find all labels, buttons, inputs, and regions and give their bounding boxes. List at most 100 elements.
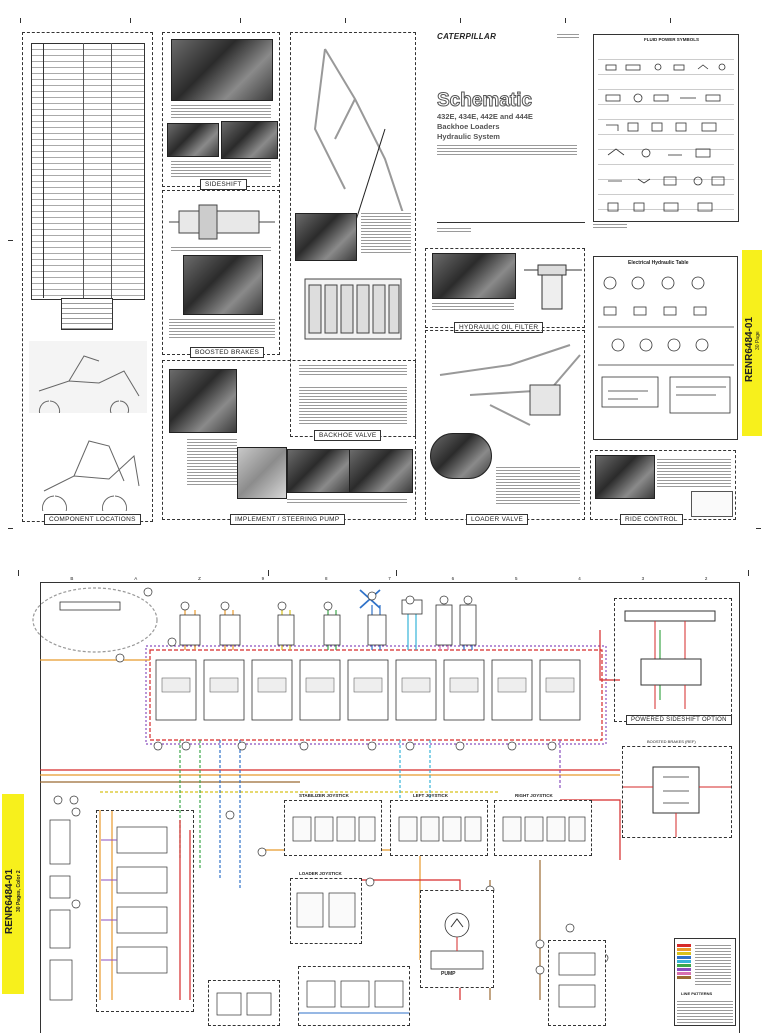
bottom-valve-block: [208, 980, 280, 1026]
left-joystick-block: LEFT JOYSTICK: [390, 793, 488, 856]
fluid-symbols-drawing: [605, 63, 726, 212]
stabilizer-joystick-circuit: [292, 816, 376, 842]
column-label: Z: [198, 576, 201, 581]
pump-label: PUMP: [441, 971, 456, 977]
pump-photo-4: [349, 449, 413, 493]
sideshift-photo-1: [171, 39, 273, 101]
title-rule: [437, 222, 585, 223]
column-label: 9: [261, 576, 265, 581]
loader-joystick-circuit: [296, 892, 356, 928]
bottom-valve-block-2: [298, 966, 410, 1026]
sideshift-circuit: [624, 610, 716, 709]
product-line: Backhoe Loaders: [437, 122, 500, 131]
implement-steering-caption: IMPLEMENT / STEERING PUMP: [230, 514, 345, 525]
reg-tick: [20, 18, 21, 23]
loader-joystick-label: LOADER JOYSTICK: [299, 871, 342, 876]
loader-valve-caption: LOADER VALVE: [466, 514, 529, 525]
reg-tick: [8, 528, 13, 529]
component-table-col: [43, 43, 44, 298]
backhoe-text-2: [299, 363, 407, 377]
backhoe-valve-panel: [290, 32, 416, 437]
powered-sideshift-block: [614, 598, 732, 722]
component-locations-panel: [22, 32, 153, 522]
legend-swatch-orange: [677, 948, 691, 951]
reg-tick: [396, 570, 397, 576]
loader-valve-panel: [425, 330, 585, 520]
boosted-brakes-caption: BOOSTED BRAKES: [190, 347, 265, 358]
left-joystick-circuit: [398, 816, 482, 842]
reg-tick: [268, 570, 269, 576]
machine-iso-drawing: [42, 440, 140, 511]
component-table-col: [83, 43, 84, 298]
hydraulic-oil-filter-panel: [425, 248, 585, 328]
brakes-circuit: [623, 766, 731, 837]
powered-sideshift-caption: POWERED SIDESHIFT OPTION: [626, 715, 732, 725]
machine-side-drawing: [38, 355, 140, 413]
column-label: 8: [324, 576, 328, 581]
pump-photo-1: [169, 369, 237, 433]
doc-pages-bottom: 30 Pages, Color 2: [16, 870, 22, 912]
filter-drawing: [524, 264, 582, 310]
title-block: CATERPILLAR Schematic 432E, 434E, 442E a…: [425, 28, 585, 238]
boosted-brakes-panel: [162, 190, 280, 355]
sideshift-text: [171, 103, 271, 119]
sideshift-text-2: [171, 159, 271, 177]
right-joystick-label: RIGHT JOYSTICK: [515, 793, 553, 798]
bottom-valve-circuit: [216, 992, 272, 1016]
brakes-photo: [183, 255, 263, 315]
implement-steering-panel: [162, 360, 416, 520]
pump-text: [187, 437, 237, 487]
column-label: 5: [514, 576, 518, 581]
tap-location-table: [61, 298, 113, 330]
left-cylinders: [49, 807, 81, 1001]
brand-logo: CATERPILLAR: [437, 32, 497, 41]
backhoe-text: [361, 211, 411, 253]
brake-valve-drawing: [169, 204, 275, 240]
brakes-text: [171, 245, 271, 253]
bottom-valve-circuit-2: [299, 980, 409, 1014]
doc-code-tab-bottom: [2, 794, 24, 994]
fluid-power-title: FLUID POWER SYMBOLS: [644, 37, 699, 42]
doc-pages-top: 30 Page: [755, 331, 761, 350]
pump-block: PUMP: [420, 890, 494, 988]
reg-tick: [240, 18, 241, 23]
loader-joystick-block: LOADER JOYSTICK: [290, 871, 362, 944]
pump-photo-2: [237, 447, 287, 499]
legend-swatch-blue: [677, 956, 691, 959]
sideshift-photo-2: [167, 123, 219, 157]
valve-bank-drawing: [304, 278, 402, 340]
column-label: A: [134, 576, 138, 581]
column-label: 3: [641, 576, 645, 581]
line-patterns-title: LINE PATTERNS: [681, 991, 713, 996]
column-label: 4: [578, 576, 581, 581]
component-table: [31, 43, 145, 300]
loader-photo: [430, 433, 492, 479]
doc-code-tab-top: [742, 250, 762, 436]
column-label: 7: [388, 576, 391, 581]
top-sheet: COMPONENT LOCATIONS SIDESHIFT BOOSTED BR…: [8, 18, 762, 529]
left-joystick-label: LEFT JOYSTICK: [413, 793, 449, 798]
legend-swatch-purple: [677, 968, 691, 971]
doc-code-bottom: RENR6484-01: [4, 868, 15, 934]
sideshift-photo-3: [221, 121, 278, 159]
stabilizer-joystick-label: STABILIZER JOYSTICK: [299, 793, 349, 798]
copyright-text: [437, 226, 471, 232]
electrical-hydraulic-table: Electrical Hydraulic Table: [593, 256, 738, 440]
column-label: B: [70, 576, 74, 581]
sideshift-panel: [162, 32, 280, 187]
legend-text: [695, 943, 731, 987]
ride-control-text: [657, 457, 731, 489]
legend-swatch-pink: [677, 972, 691, 975]
legend-color-rows: [677, 943, 733, 989]
reg-tick: [130, 18, 131, 23]
symbols-footnote: [593, 222, 627, 230]
system-line: Hydraulic System: [437, 132, 500, 141]
electrical-symbols: [598, 276, 734, 414]
line-patterns-legend: LINE PATTERNS: [674, 938, 736, 1026]
line-patterns-rows: [677, 999, 733, 1023]
left-valve-stack: [96, 810, 194, 1012]
legend-swatch-yellow: [677, 952, 691, 955]
left-valve-stack-circuit: [101, 826, 168, 974]
models-line: 432E, 434E, 442E and 444E: [437, 112, 533, 121]
filter-text: [432, 301, 514, 311]
